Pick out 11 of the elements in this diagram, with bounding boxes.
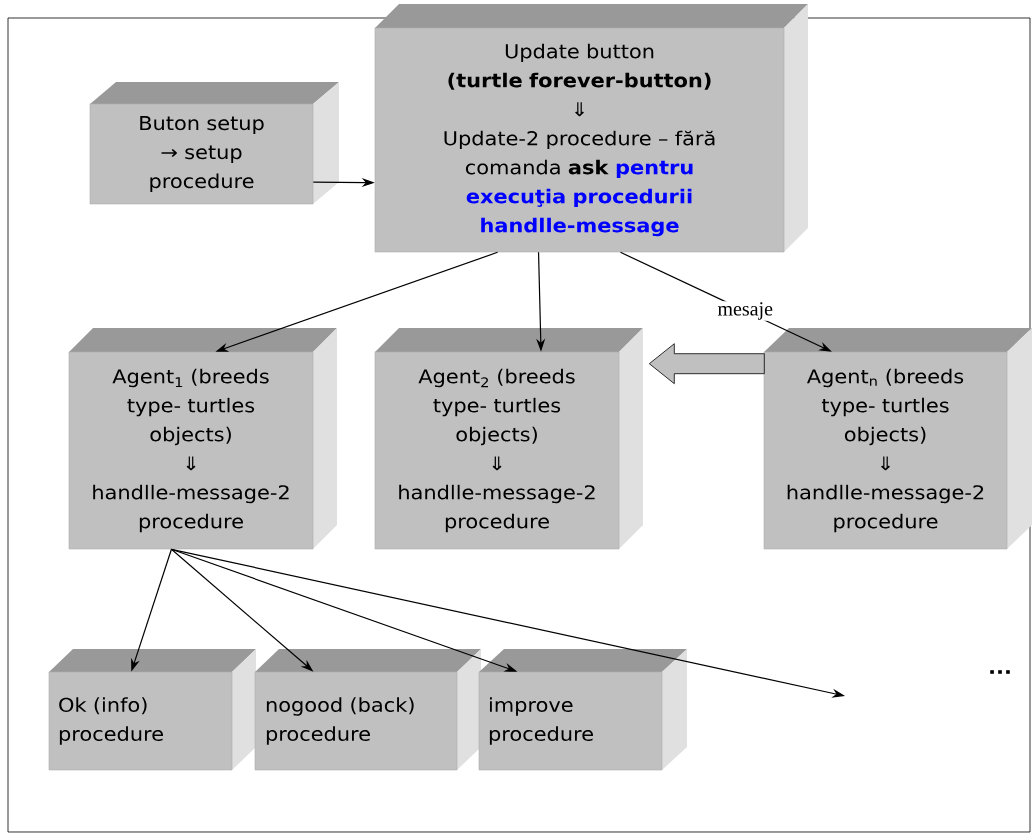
process-box: Agent$_{1}$ (breeds type- turtles objects) ⇓ handlle-message-2 procedure xyxy=(68,328,337,550)
process-box: Buton setup → setup procedure xyxy=(89,82,339,205)
process-box: nogood (back) procedure xyxy=(254,649,481,771)
edge-label: mesaje xyxy=(716,301,774,321)
ellipsis-label: ... xyxy=(990,670,1010,674)
process-box: Update button (turtle forever-button) ⇓ Update-2 procedure – fără comanda ask pentru execuţia procedurii handlle-message xyxy=(374,4,808,253)
process-box: Agent$_{2}$ (breeds type- turtles objects) ⇓ handlle-message-2 procedure xyxy=(374,328,643,550)
process-box: improve procedure xyxy=(478,649,687,771)
process-box: Agent$_{n}$ (breeds type- turtles objects) ⇓ handlle-message-2 procedure xyxy=(763,328,1032,550)
process-box: Ok (info) procedure xyxy=(48,649,256,771)
block-arrow xyxy=(648,343,765,385)
